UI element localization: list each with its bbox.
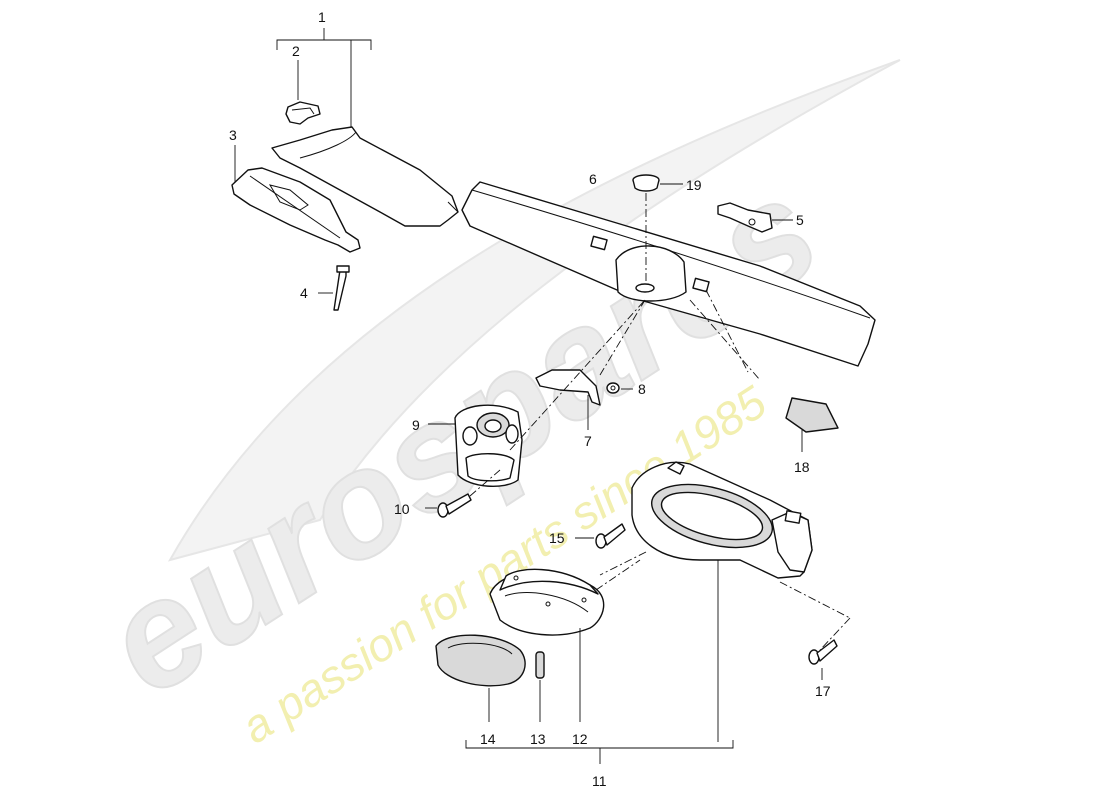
part-18-lens	[785, 397, 839, 452]
part-5-bracket	[717, 202, 793, 233]
callout-2: 2	[292, 43, 300, 59]
part-15-screw	[575, 523, 626, 549]
callout-15: 15	[549, 530, 565, 546]
callout-17: 17	[815, 683, 831, 699]
callout-14: 14	[480, 731, 496, 747]
a-pillar-trim	[271, 126, 459, 227]
callouts: 1 2 3 4 5 6 7 8 9 10 11 12 13 14 15 17 1…	[229, 9, 831, 789]
roof-frame-trim	[461, 181, 876, 367]
callout-5: 5	[796, 212, 804, 228]
part-12-bezel	[489, 559, 641, 722]
callout-6: 6	[589, 171, 597, 187]
part-10-screw	[425, 469, 501, 518]
callout-12: 12	[572, 731, 588, 747]
callout-3: 3	[229, 127, 237, 143]
part-9-switch-panel	[428, 299, 646, 488]
callout-4: 4	[300, 285, 308, 301]
part-14-lens	[435, 634, 526, 722]
callout-9: 9	[412, 417, 420, 433]
callout-18: 18	[794, 459, 810, 475]
part-3-trim	[231, 145, 361, 253]
callout-7: 7	[584, 433, 592, 449]
callout-8: 8	[638, 381, 646, 397]
part-4-stud	[318, 265, 350, 311]
part-19-grommet	[632, 174, 683, 282]
part-1-bracket	[276, 28, 372, 130]
console-housing	[599, 289, 851, 651]
part-17-screw	[808, 639, 838, 680]
callout-11: 11	[592, 773, 607, 789]
part-8-nut	[606, 382, 633, 394]
callout-13: 13	[530, 731, 546, 747]
part-11-bracket	[465, 560, 734, 764]
callout-19: 19	[686, 177, 702, 193]
watermark-swoosh	[167, 59, 901, 562]
part-7-bracket	[535, 369, 601, 430]
callout-10: 10	[394, 501, 410, 517]
part-13-bulb	[535, 651, 545, 722]
part-2-clip	[285, 60, 321, 125]
callout-1: 1	[318, 9, 326, 25]
